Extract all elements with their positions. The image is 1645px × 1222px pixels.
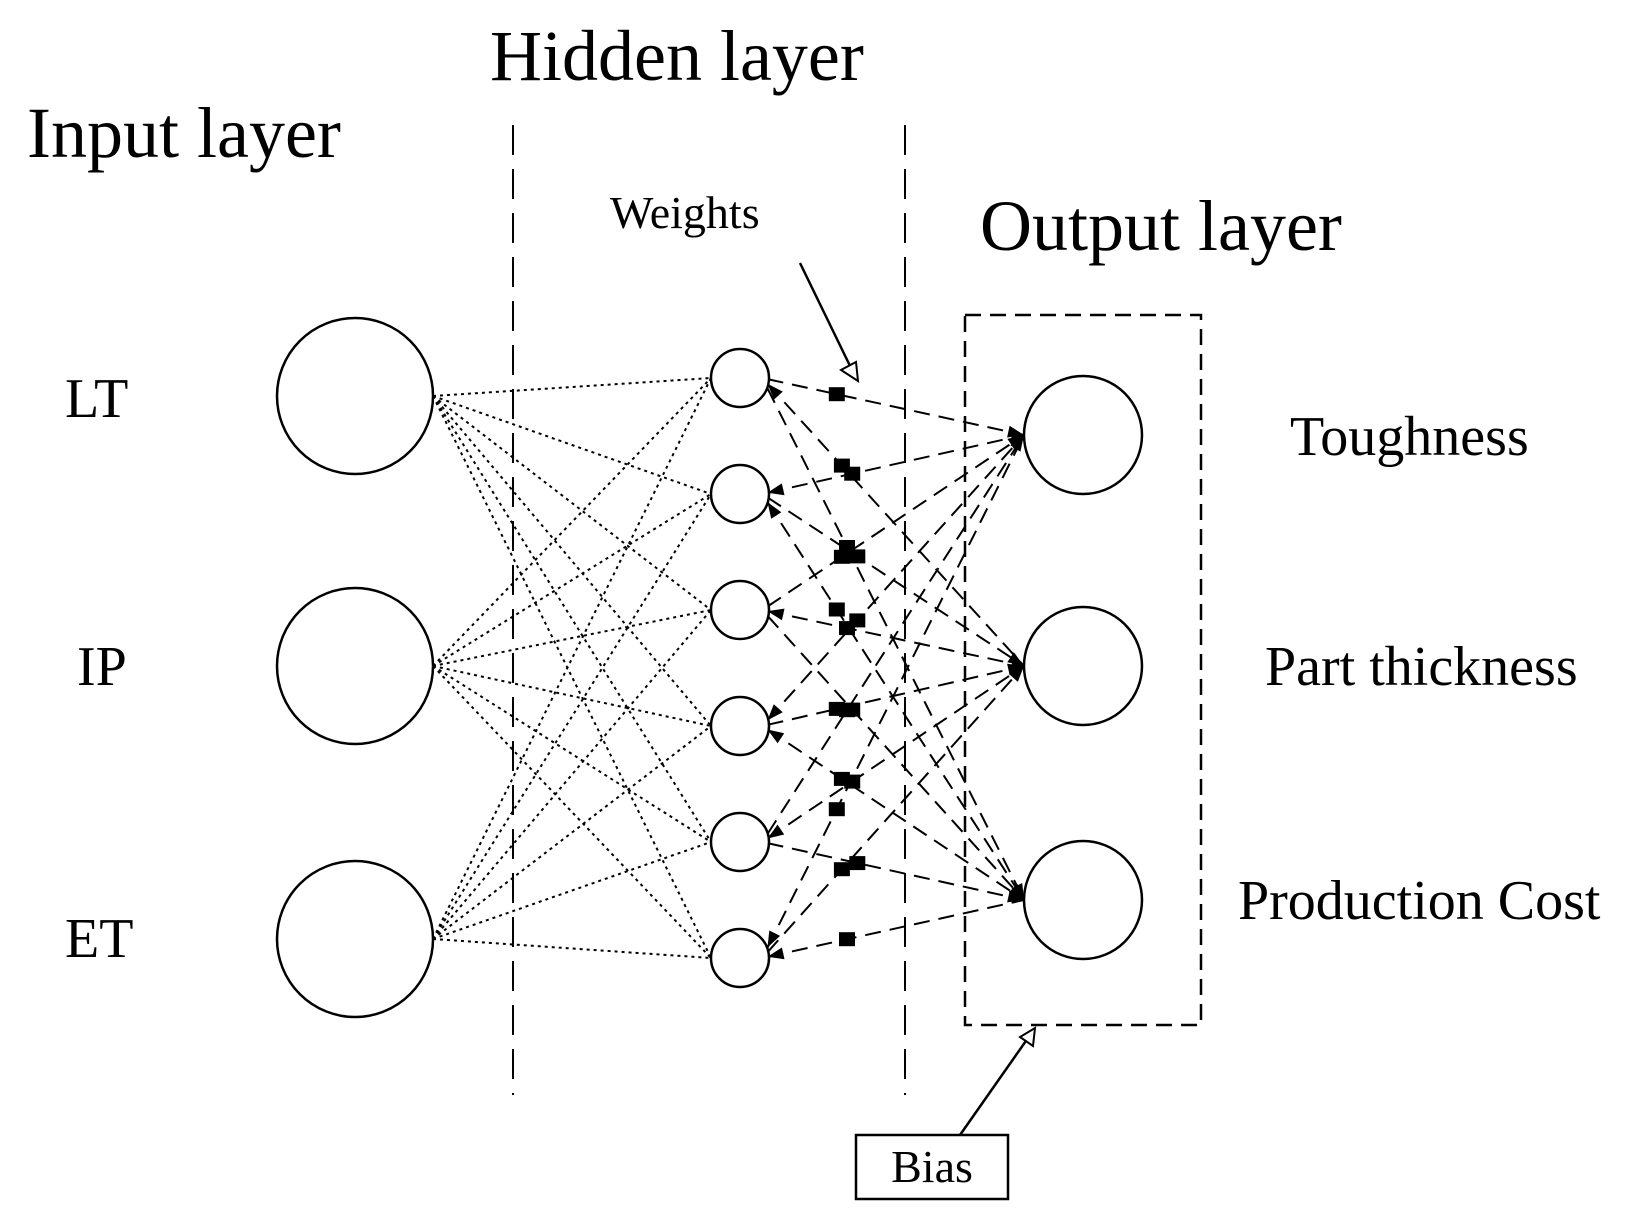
input-hidden-edge <box>432 841 712 940</box>
weights-pointer-arrowhead <box>839 360 860 383</box>
output-label-toughness: Toughness <box>1290 406 1529 468</box>
hidden-neuron <box>709 927 771 989</box>
weight-marker <box>849 549 866 564</box>
output-layer-title: Output layer <box>980 186 1342 266</box>
bias-label: Bias <box>891 1141 973 1192</box>
input-hidden-edge <box>432 665 712 727</box>
weight-marker <box>844 466 861 481</box>
output-neuron <box>1022 605 1144 727</box>
input-hidden-edge <box>432 609 712 940</box>
input-hidden-edge <box>432 395 712 495</box>
edge-arrowhead <box>767 383 783 400</box>
input-neuron <box>275 316 435 476</box>
weight-marker <box>828 802 845 817</box>
weight-marker <box>833 862 850 877</box>
weight-marker <box>849 613 866 628</box>
input-neuron <box>275 859 435 1019</box>
weight-marker <box>833 549 850 564</box>
weight-marker <box>828 602 845 617</box>
input-hidden-edge <box>432 493 712 667</box>
input-label-ip: IP <box>77 636 127 698</box>
edge-arrowhead <box>767 729 785 744</box>
edge-arrowhead <box>767 704 783 721</box>
edge-arrowhead <box>1008 666 1024 682</box>
hidden-output-edge <box>767 434 1025 494</box>
weight-markers <box>828 387 866 947</box>
hidden-output-edge <box>767 665 1025 726</box>
edge-arrowhead <box>1007 663 1024 676</box>
edge-arrowhead <box>1010 435 1024 452</box>
input-hidden-edge <box>432 493 712 940</box>
input-layer-title: Input layer <box>27 93 341 173</box>
hidden-output-edge <box>767 378 1025 436</box>
hidden-output-edge <box>767 610 1025 667</box>
edge-arrowhead <box>767 502 782 519</box>
input-hidden-edge <box>432 665 712 959</box>
input-hidden-edge <box>432 395 712 611</box>
hidden-output-edge <box>767 842 1025 901</box>
output-neuron <box>1022 374 1144 496</box>
edge-arrowhead <box>1008 884 1024 900</box>
hidden-neuron <box>709 347 771 409</box>
hidden-neuron <box>709 695 771 757</box>
hidden-output-edge <box>766 383 1025 667</box>
input-hidden-edge <box>432 377 712 397</box>
bias-label-box <box>854 1133 1010 1201</box>
input-hidden-edge <box>432 938 712 959</box>
hidden-output-edge <box>766 501 1025 901</box>
input-hidden-edge <box>432 609 712 667</box>
hidden-output-edge <box>766 434 1025 948</box>
bias-pointer-line <box>958 1037 1030 1136</box>
edge-arrowhead <box>1007 425 1024 438</box>
input-neuron <box>275 586 435 746</box>
edge-arrowhead <box>767 947 785 960</box>
weight-marker <box>849 856 866 871</box>
edge-arrowhead <box>1007 652 1024 666</box>
bias-pointer-arrowhead <box>1018 1026 1037 1048</box>
hidden-output-edge <box>766 728 1025 901</box>
output-label-part-thickness: Part thickness <box>1265 636 1578 698</box>
edge-arrowhead <box>1007 890 1024 903</box>
output-label-production-cost: Production Cost <box>1238 870 1601 932</box>
hidden-output-edge <box>767 496 1025 667</box>
input-hidden-edge <box>432 395 712 727</box>
hidden-output-edge <box>766 434 1025 608</box>
input-hidden-edge <box>432 665 712 843</box>
input-hidden-connections <box>432 377 712 959</box>
input-label-lt: LT <box>65 368 128 430</box>
hidden-neuron <box>709 579 771 641</box>
edge-arrowhead <box>767 824 785 839</box>
neurons <box>275 316 1144 1019</box>
hidden-neuron <box>709 463 771 525</box>
hidden-output-edge <box>766 615 1025 901</box>
hidden-output-edge <box>766 387 1025 901</box>
hidden-layer-title: Hidden layer <box>490 16 864 96</box>
weights-pointer-line <box>798 262 854 371</box>
weight-marker <box>839 932 855 947</box>
weight-marker <box>839 703 855 718</box>
edge-arrowhead <box>767 930 781 948</box>
hidden-output-edge <box>766 665 1025 953</box>
weight-marker <box>844 774 861 789</box>
hidden-output-edge <box>767 899 1025 958</box>
weights-label: Weights <box>610 187 760 238</box>
edge-arrowhead <box>767 483 785 496</box>
hidden-neuron <box>709 811 771 873</box>
hidden-output-edge <box>766 665 1025 840</box>
input-label-et: ET <box>65 908 133 970</box>
output-neuron <box>1022 839 1144 961</box>
edge-arrowhead <box>767 608 785 621</box>
weight-marker <box>828 387 845 402</box>
hidden-output-edge <box>766 434 1025 835</box>
input-hidden-edge <box>432 725 712 940</box>
output-layer-box <box>963 313 1203 1027</box>
hidden-output-connections <box>766 378 1025 960</box>
input-hidden-edge <box>432 377 712 667</box>
hidden-output-edge <box>766 434 1025 721</box>
